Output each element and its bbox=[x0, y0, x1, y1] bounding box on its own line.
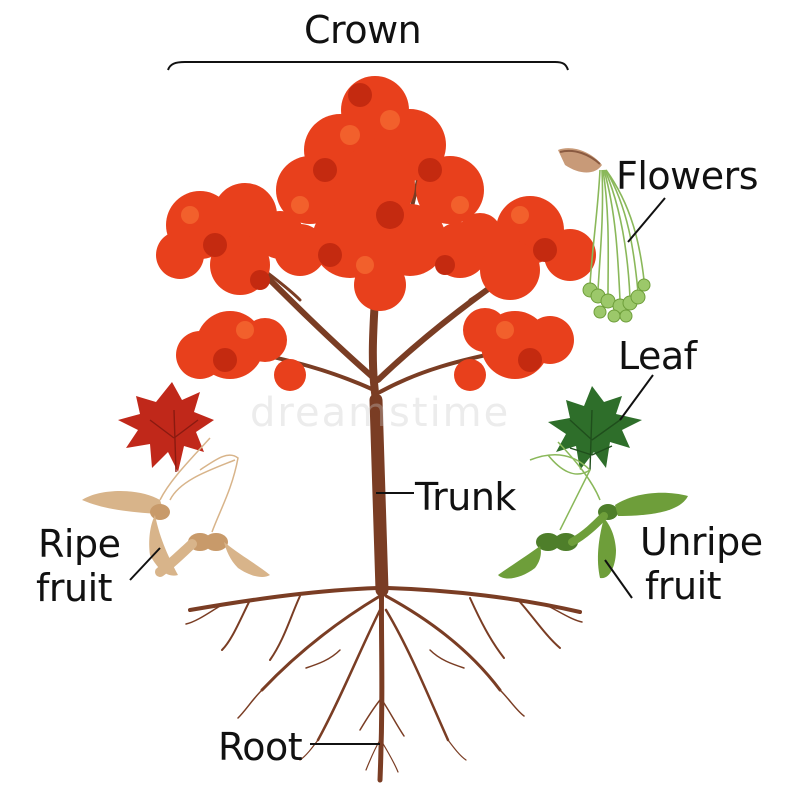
label-trunk: Trunk bbox=[415, 475, 516, 519]
ripe-fruit-illustration bbox=[82, 437, 270, 578]
label-crown: Crown bbox=[304, 8, 422, 52]
label-leaf: Leaf bbox=[618, 334, 697, 378]
label-unripe-fruit-line1: Unripe bbox=[640, 520, 763, 564]
root-system bbox=[185, 572, 583, 783]
label-ripe-fruit-line2: fruit bbox=[36, 566, 113, 610]
watermark: dreamstime bbox=[250, 390, 511, 436]
flowers-illustration bbox=[558, 148, 651, 323]
label-ripe-fruit-line1: Ripe bbox=[38, 522, 121, 566]
ripe-leaf-illustration bbox=[118, 382, 214, 473]
green-leaf-illustration bbox=[547, 386, 642, 475]
label-flowers: Flowers bbox=[616, 154, 759, 198]
crown-bracket bbox=[167, 61, 569, 71]
crown-foliage bbox=[156, 76, 596, 391]
unripe-fruit-illustration bbox=[498, 441, 688, 579]
leader-lines bbox=[129, 197, 666, 745]
label-unripe-fruit-line2: fruit bbox=[645, 564, 722, 608]
label-root: Root bbox=[218, 725, 303, 769]
